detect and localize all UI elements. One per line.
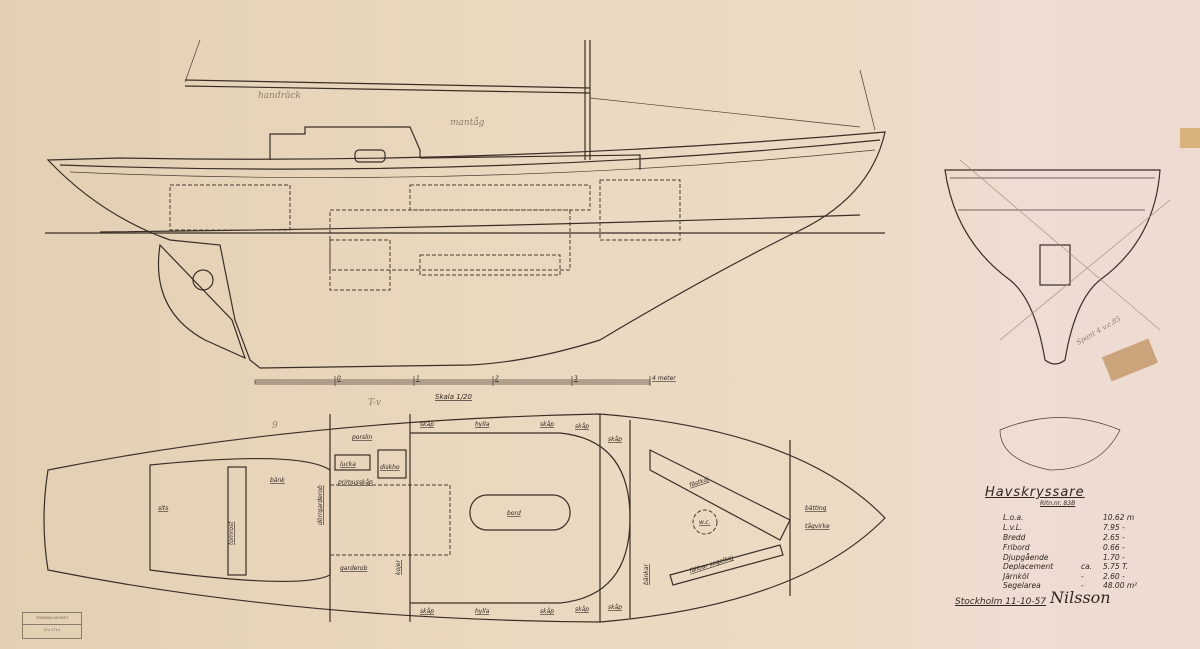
svg-text:T-v: T-v [368,398,381,408]
svg-text:skåp: skåp [575,423,589,430]
svg-text:fästkoj: fästkoj [688,476,710,489]
scale-tick-label: 1 [416,375,420,382]
signature: Nilsson [1050,588,1111,607]
midship-section: Spant 4 v.c.85 [944,159,1171,471]
fore-berth [649,449,791,541]
svg-text:bänk: bänk [270,477,285,484]
svg-text:Spant 4 v.c.85: Spant 4 v.c.85 [1075,314,1123,346]
svg-text:diskho: diskho [380,464,400,471]
cockpit [149,457,331,583]
svg-text:w.c.: w.c. [699,519,711,526]
scale-tick-label: 4 meter [652,375,676,382]
svg-text:garderob: garderob [340,565,368,572]
wc-bowl [692,509,718,535]
boom [184,79,591,89]
tape-piece [1180,128,1200,148]
scale-tick-label: 2 [495,375,499,382]
tiller-box [227,466,247,576]
propeller [192,269,214,291]
svg-text:bätting: bätting [805,505,827,512]
svg-text:skåp: skåp [575,606,589,613]
scale-bar: 0 1 2 3 4 meter Skala 1/20 T-v 9 [254,375,676,431]
saloon-table [469,494,571,531]
hull-plan-outline [43,413,886,623]
drawing-title: Havskryssare [985,485,1085,500]
svg-text:skåp: skåp [608,436,622,443]
svg-text:9: 9 [272,421,278,431]
pencil-note: handräck [258,91,301,101]
rudder [157,243,247,360]
svg-text:skåp: skåp [540,608,554,615]
archive-stamp: TEKNISKA MUSEET S-V 1714 [22,612,82,639]
svg-text:bord: bord [507,510,521,517]
svg-text:tågvirke: tågvirke [805,523,830,530]
sink [377,449,407,479]
svg-text:sits: sits [158,505,168,512]
svg-text:hylla: hylla [475,421,490,428]
stamp-line: S-V 1714 [44,628,60,632]
scale-tick-label: 0 [337,375,341,382]
svg-text:tomrost: tomrost [228,521,235,545]
svg-text:porslin: porslin [351,434,372,441]
hull-profile [46,131,886,369]
svg-text:dörrgarderob: dörrgarderob [317,485,324,525]
svg-text:skåp: skåp [608,604,622,611]
svg-text:lucka: lucka [340,461,356,468]
deckhouse [269,126,421,160]
drawing-number: Ritn.nr. 83B [1040,500,1076,507]
deck-plan: sits bänk tomrost dörrgarderob porslin l… [43,413,886,623]
svg-text:skåp: skåp [540,421,554,428]
scale-label: Skala 1/20 [435,393,473,401]
forestay [589,97,861,128]
svg-text:hylla: hylla [475,608,490,615]
svg-text:skåp: skåp [420,608,434,615]
svg-text:skåp: skåp [420,421,434,428]
scale-tick-label: 3 [574,375,578,382]
section-outline [944,169,1161,365]
svg-text:fällbar segelkoj: fällbar segelkoj [688,554,734,575]
svg-text:bänkar: bänkar [643,564,650,585]
stamp-line: TEKNISKA MUSEET [23,613,81,625]
section-waterplane [999,417,1121,471]
svg-text:kojer: kojer [395,559,402,575]
pencil-note: mantåg [450,116,485,128]
place-date: Stockholm 11-10-57 [955,597,1047,607]
saloon-berth [410,432,631,604]
svg-text:primusskåp: primusskåp [337,479,373,486]
side-profile: handräck mantåg [45,39,886,369]
